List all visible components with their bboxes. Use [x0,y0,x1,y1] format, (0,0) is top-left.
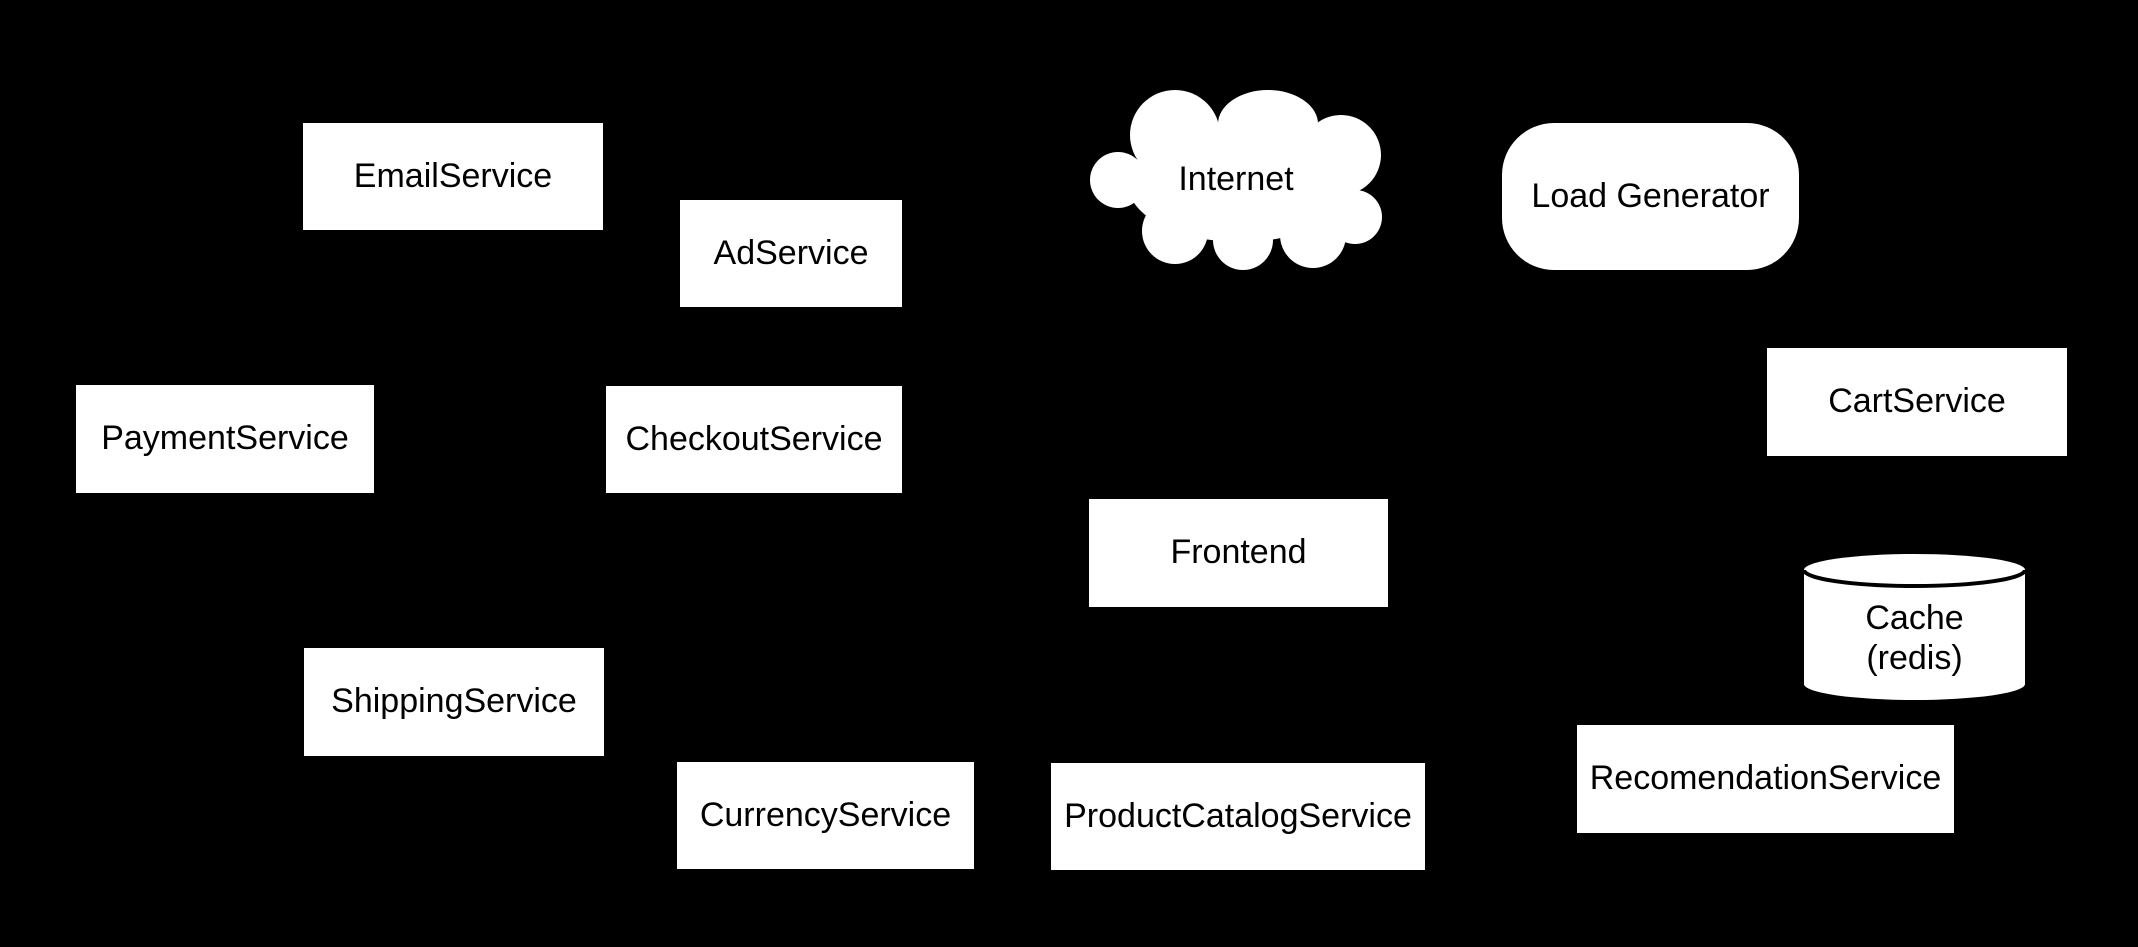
node-label: RecomendationService [1589,759,1942,798]
cloud-icon [1090,90,1382,270]
node-label: Frontend [1170,533,1307,572]
node-currency-service: CurrencyService [677,762,974,869]
node-payment-service: PaymentService [76,385,374,493]
node-label: CheckoutService [625,419,883,458]
node-label: Load Generator [1531,176,1770,215]
node-cache-redis: Cache (redis) [1802,552,2027,702]
node-checkout-service: CheckoutService [606,386,902,493]
node-shipping-service: ShippingService [304,648,604,756]
node-frontend: Frontend [1089,499,1388,607]
node-label-line1: Cache [1865,599,1964,637]
node-product-catalog-service: ProductCatalogService [1051,763,1425,870]
node-ad-service: AdService [680,200,902,307]
node-label-line2: (redis) [1866,639,1963,677]
node-label: ShippingService [331,682,577,721]
node-label: EmailService [353,156,553,195]
node-label: AdService [713,233,869,272]
node-cart-service: CartService [1767,348,2067,456]
node-label: Internet [1178,159,1294,198]
node-label: ProductCatalogService [1064,796,1412,835]
node-load-generator: Load Generator [1502,123,1799,270]
node-label: CurrencyService [699,795,952,834]
node-internet: Internet [1090,88,1382,270]
node-email-service: EmailService [303,123,603,230]
node-recomendation-service: RecomendationService [1577,725,1954,833]
database-cylinder-icon [1802,554,2027,700]
node-label: PaymentService [101,419,349,458]
node-label: CartService [1828,382,2006,421]
